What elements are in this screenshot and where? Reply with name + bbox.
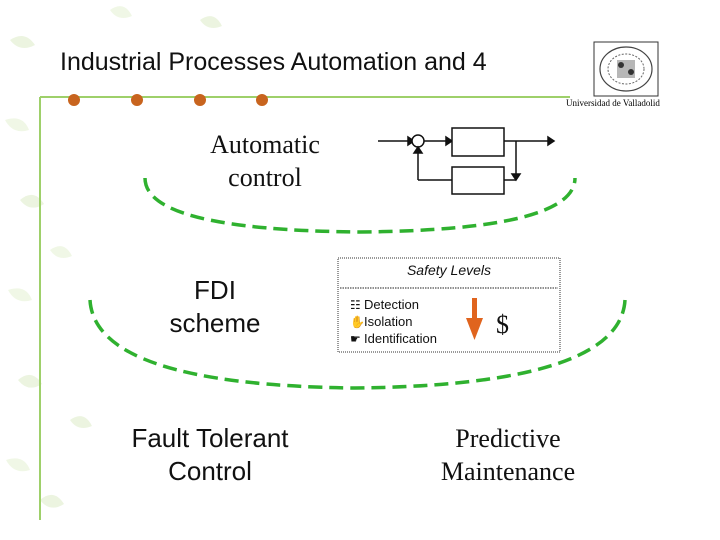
predictive-line-1: Predictive bbox=[455, 424, 561, 453]
safety-item-label: Isolation bbox=[364, 314, 413, 329]
predictive-maintenance-label: Predictive Maintenance bbox=[418, 422, 598, 488]
fdi-scheme-line-2: scheme bbox=[169, 308, 261, 338]
fault-tolerant-label: Fault Tolerant Control bbox=[95, 422, 325, 488]
fault-tolerant-line-1: Fault Tolerant bbox=[131, 423, 289, 453]
isolation-icon: ✋ bbox=[350, 315, 365, 329]
automatic-control-line-2: control bbox=[228, 163, 302, 192]
safety-item-isolation: ✋Isolation bbox=[350, 314, 412, 329]
automatic-control-line-1: Automatic bbox=[210, 130, 320, 159]
predictive-line-2: Maintenance bbox=[440, 457, 576, 486]
slide-title: Industrial Processes Automation and 4 bbox=[60, 48, 487, 76]
safety-levels-title: Safety Levels bbox=[406, 262, 492, 278]
dashed-arc-top bbox=[143, 177, 577, 234]
safety-item-label: Identification bbox=[364, 331, 437, 346]
safety-arrow bbox=[466, 298, 483, 340]
dashed-arc-bottom bbox=[88, 299, 627, 390]
leaf-decoration bbox=[5, 6, 222, 508]
fault-tolerant-line-2: Control bbox=[168, 456, 252, 486]
safety-box bbox=[337, 257, 561, 353]
university-name: Universidad de Valladolid bbox=[566, 98, 660, 108]
automatic-control-label: Automatic control bbox=[190, 128, 340, 194]
bullet-dots bbox=[68, 94, 268, 106]
university-seal bbox=[593, 41, 659, 97]
safety-item-label: Detection bbox=[364, 297, 419, 312]
control-loop-diagram bbox=[378, 127, 556, 195]
currency-symbol: $ bbox=[496, 310, 509, 339]
identification-icon: ☛ bbox=[350, 332, 361, 346]
safety-item-detection: ☷Detection bbox=[350, 297, 419, 312]
safety-item-identification: ☛Identification bbox=[350, 331, 437, 346]
fdi-scheme-label: FDI scheme bbox=[145, 274, 285, 340]
fdi-scheme-line-1: FDI bbox=[194, 275, 236, 305]
detection-icon: ☷ bbox=[350, 298, 361, 312]
